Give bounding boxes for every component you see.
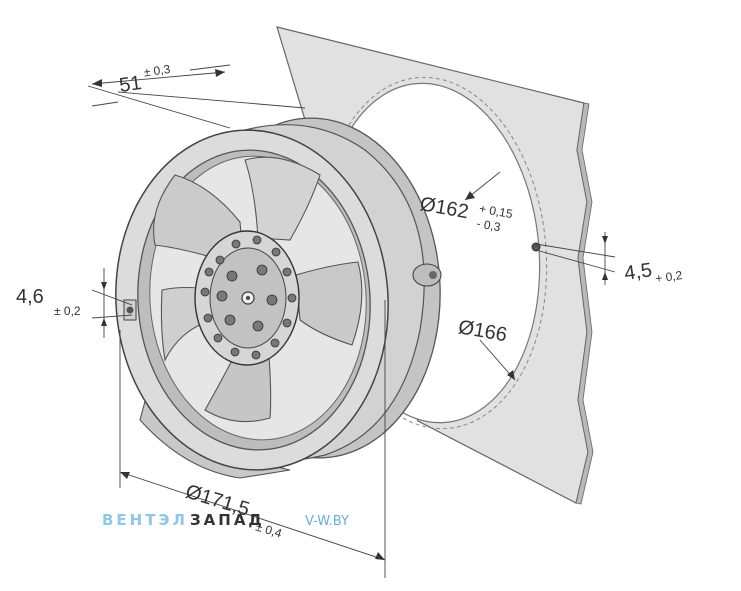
- dim-depth-value: 51: [118, 72, 143, 97]
- dimension-lines: [87, 64, 616, 578]
- dim-depth: 51 ± 0,3: [118, 62, 172, 97]
- dim-hole-left-value: 4,6: [16, 286, 44, 308]
- fan-blade: [244, 156, 321, 241]
- front-mount-hole: [126, 306, 134, 314]
- watermark: ВЕНТЭЛ ЗАПАД V-W.BY: [102, 511, 349, 529]
- watermark-part2: ЗАПАД: [190, 511, 265, 529]
- housing-lug-hole: [429, 271, 437, 279]
- dim-bore-tol-lower: - 0,3: [475, 216, 501, 234]
- housing-lug: [412, 263, 442, 287]
- watermark-part1: ВЕНТЭЛ: [102, 511, 188, 529]
- panel-mount-hole: [531, 242, 541, 252]
- dim-hole-right-value: 4,5: [623, 259, 654, 285]
- rotor-shaft-center: [246, 296, 250, 300]
- fan-blade: [295, 261, 363, 346]
- dimension-arrows: [92, 69, 608, 560]
- dim-hole-right: 4,5 + 0,2: [623, 259, 684, 286]
- watermark-part3: V-W.BY: [305, 514, 349, 529]
- dim-hole-left-tol: ± 0,2: [54, 304, 81, 318]
- dim-hole-left: 4,6 ± 0,2: [16, 286, 81, 318]
- rotor-vent-holes: [200, 235, 297, 360]
- dim-hole-right-tol: + 0,2: [654, 268, 683, 286]
- pitch-circle: [318, 76, 548, 430]
- panel-edge-shade: [575, 102, 594, 505]
- dim-depth-tol: ± 0,3: [143, 62, 172, 80]
- dim-bore-tol-upper: + 0,15: [478, 201, 514, 221]
